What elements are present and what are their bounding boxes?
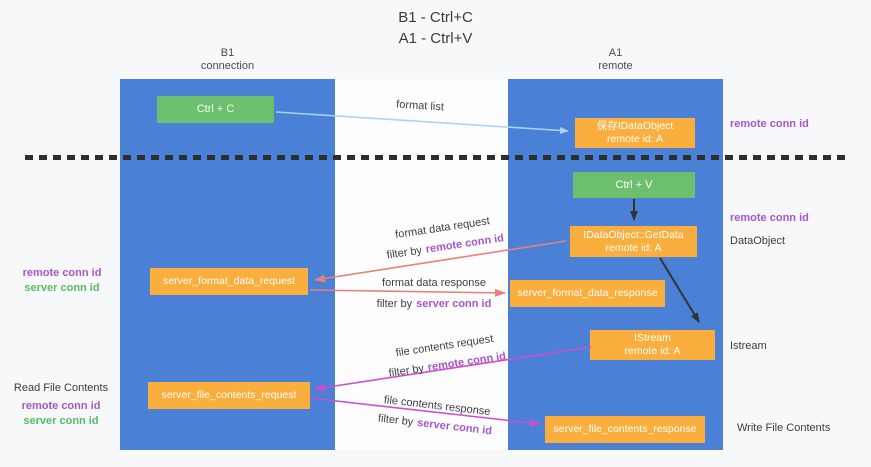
format-data-response-text: format data response [382, 277, 486, 289]
column-a1-title: A1 [608, 47, 623, 59]
right-label-remote-conn-id-mid: remote conn id [730, 212, 809, 224]
left-label-conn-ids: remote conn id server conn id [8, 266, 116, 296]
save-idataobject-line2: remote id: A [606, 133, 664, 145]
column-b1-subtitle: connection [200, 60, 255, 72]
right-label-write-file-contents: Write File Contents [737, 422, 831, 434]
node-server-file-contents-response: server_file_contents_response [545, 416, 705, 443]
istream-line2: remote id: A [624, 345, 681, 357]
getdata-line1: IDataObject::GetData [583, 228, 684, 241]
column-header-a1: A1 remote [508, 47, 723, 73]
format-request-label: server_format_data_request [163, 275, 295, 287]
server-conn-id-text: server conn id [416, 298, 492, 310]
column-header-b1: B1 connection [120, 47, 335, 73]
file-response-label: server_file_contents_response [553, 423, 697, 435]
diagram-title: B1 - Ctrl+C A1 - Ctrl+V [0, 7, 871, 49]
file-request-label: server_file_contents_request [161, 389, 297, 401]
right-label-dataobject: DataObject [730, 235, 786, 247]
filter-by-text: filter by [376, 298, 413, 310]
right-label-istream: Istream [730, 340, 767, 352]
dashed-separator-line [25, 155, 849, 160]
getdata-line2: remote id: A [605, 241, 662, 254]
node-server-file-contents-request: server_file_contents_request [148, 382, 310, 409]
left-label-read-file-contents-group: Read File Contents remote conn id server… [5, 381, 117, 429]
node-server-format-data-request: server_format_data_request [150, 268, 308, 295]
node-ctrl-v: Ctrl + V [573, 172, 695, 198]
title-line-2: A1 - Ctrl+V [398, 30, 473, 47]
format-response-label: server_format_data_response [517, 287, 658, 299]
node-istream: IStream remote id: A [590, 330, 715, 360]
column-a1-subtitle: remote [598, 60, 633, 72]
title-line-1: B1 - Ctrl+C [398, 9, 473, 26]
node-server-format-data-response: server_format_data_response [510, 280, 665, 307]
filter-by-text: filter by [377, 412, 414, 429]
right-label-remote-conn-id-top: remote conn id [730, 118, 809, 130]
node-idataobject-getdata: IDataObject::GetData remote id: A [570, 226, 697, 257]
left-server-conn-id: server conn id [23, 415, 99, 427]
column-b1-title: B1 [220, 47, 235, 59]
node-ctrl-c: Ctrl + C [157, 96, 274, 123]
save-idataobject-line1: 保存IDataObject [596, 120, 674, 132]
node-save-idataobject: 保存IDataObject remote id: A [575, 118, 695, 148]
left-remote-conn-id: remote conn id [22, 267, 102, 279]
left-remote-conn-id: remote conn id [21, 400, 101, 412]
ctrl-v-label: Ctrl + V [615, 178, 653, 191]
filter-by-server-conn-id: filter by server conn id [345, 294, 523, 315]
read-file-contents-text: Read File Contents [13, 382, 109, 394]
label-format-data-response: format data response filter by server co… [345, 273, 523, 315]
istream-line1: IStream [634, 332, 671, 344]
left-server-conn-id: server conn id [24, 282, 100, 294]
ctrl-c-label: Ctrl + C [196, 103, 235, 115]
